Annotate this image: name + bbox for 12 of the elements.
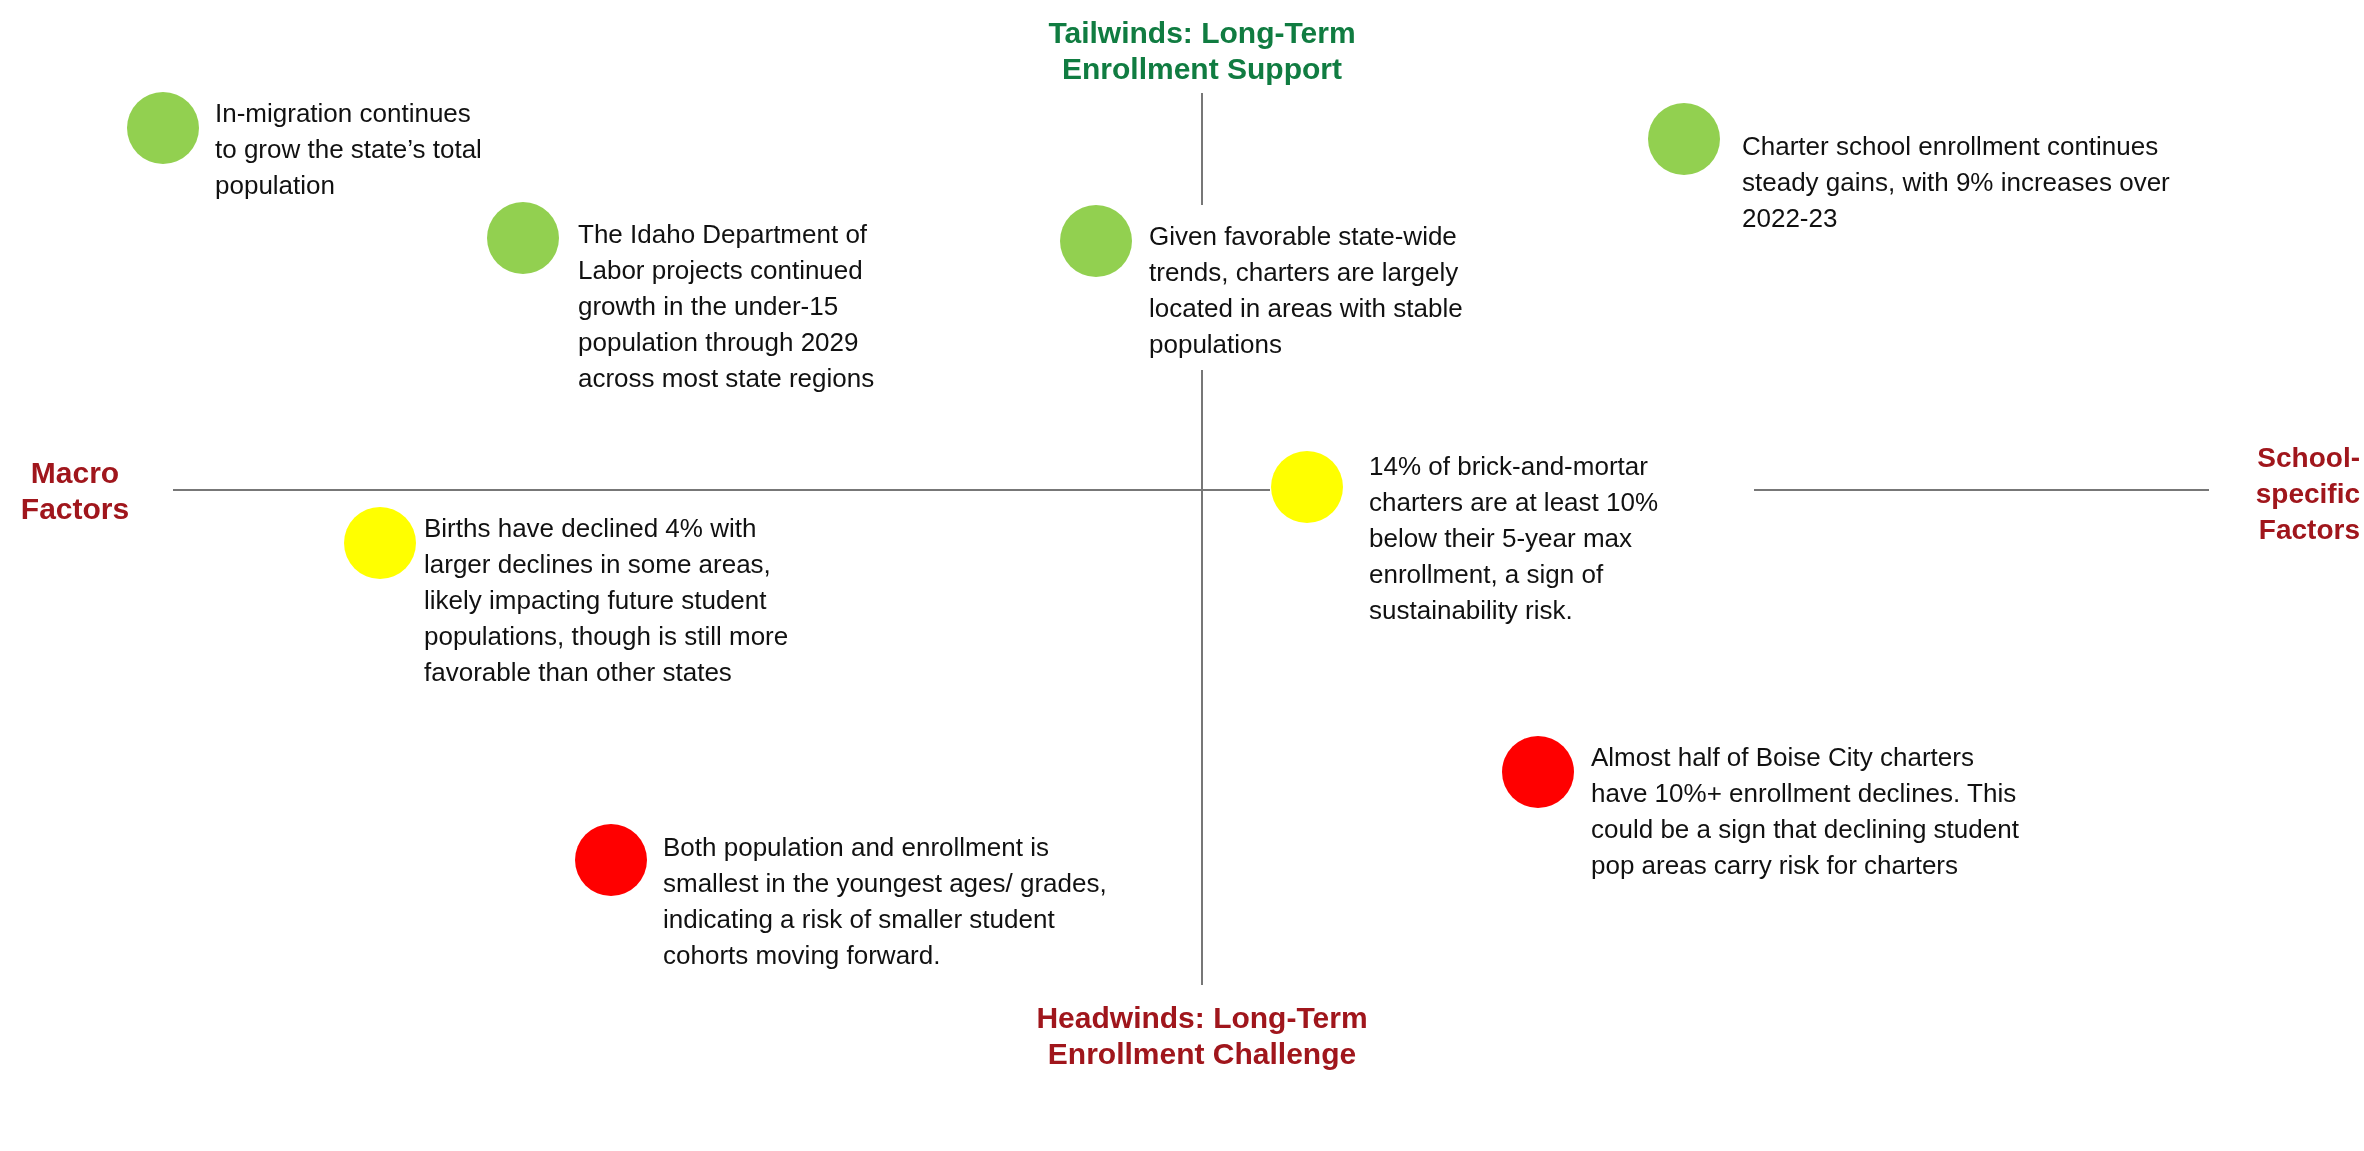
finding-text: Given favorable state-wide trends, charters are largely located in areas with stable populations	[1149, 220, 1464, 361]
finding-text: 14% of brick-and-mortar charters are at least 10% below their 5-year max enrollment, a sign of sustainability risk.	[1369, 450, 1660, 627]
finding-text: Both population and enrollment is smallest in the youngest ages/ grades, indicating a risk of smaller student cohorts moving forward.	[663, 831, 1108, 972]
finding-text: Almost half of Boise City charters have 10%+ enrollment declines. This could be a sign that declining student pop areas carry risk for charters	[1591, 741, 2020, 882]
finding-text: In-migration continues to grow the state’s total population	[215, 97, 483, 202]
finding-text: The Idaho Department of Labor projects continued growth in the under-15 population through 2029 across most state regions	[578, 218, 876, 395]
top-axis-label: Tailwinds: Long-Term Enrollment Support	[1047, 15, 1357, 87]
left-axis-label: Macro Factors	[19, 455, 131, 527]
finding-text: Births have declined 4% with larger declines in some areas, likely impacting future student populations, though is still more favorable than other states	[424, 512, 790, 689]
finding-text: Charter school enrollment continues steady gains, with 9% increases over 2022-23	[1742, 130, 2171, 235]
right-axis-label: School-specific Factors	[2254, 441, 2360, 547]
bottom-axis-label: Headwinds: Long-Term Enrollment Challenge	[1035, 1000, 1369, 1072]
